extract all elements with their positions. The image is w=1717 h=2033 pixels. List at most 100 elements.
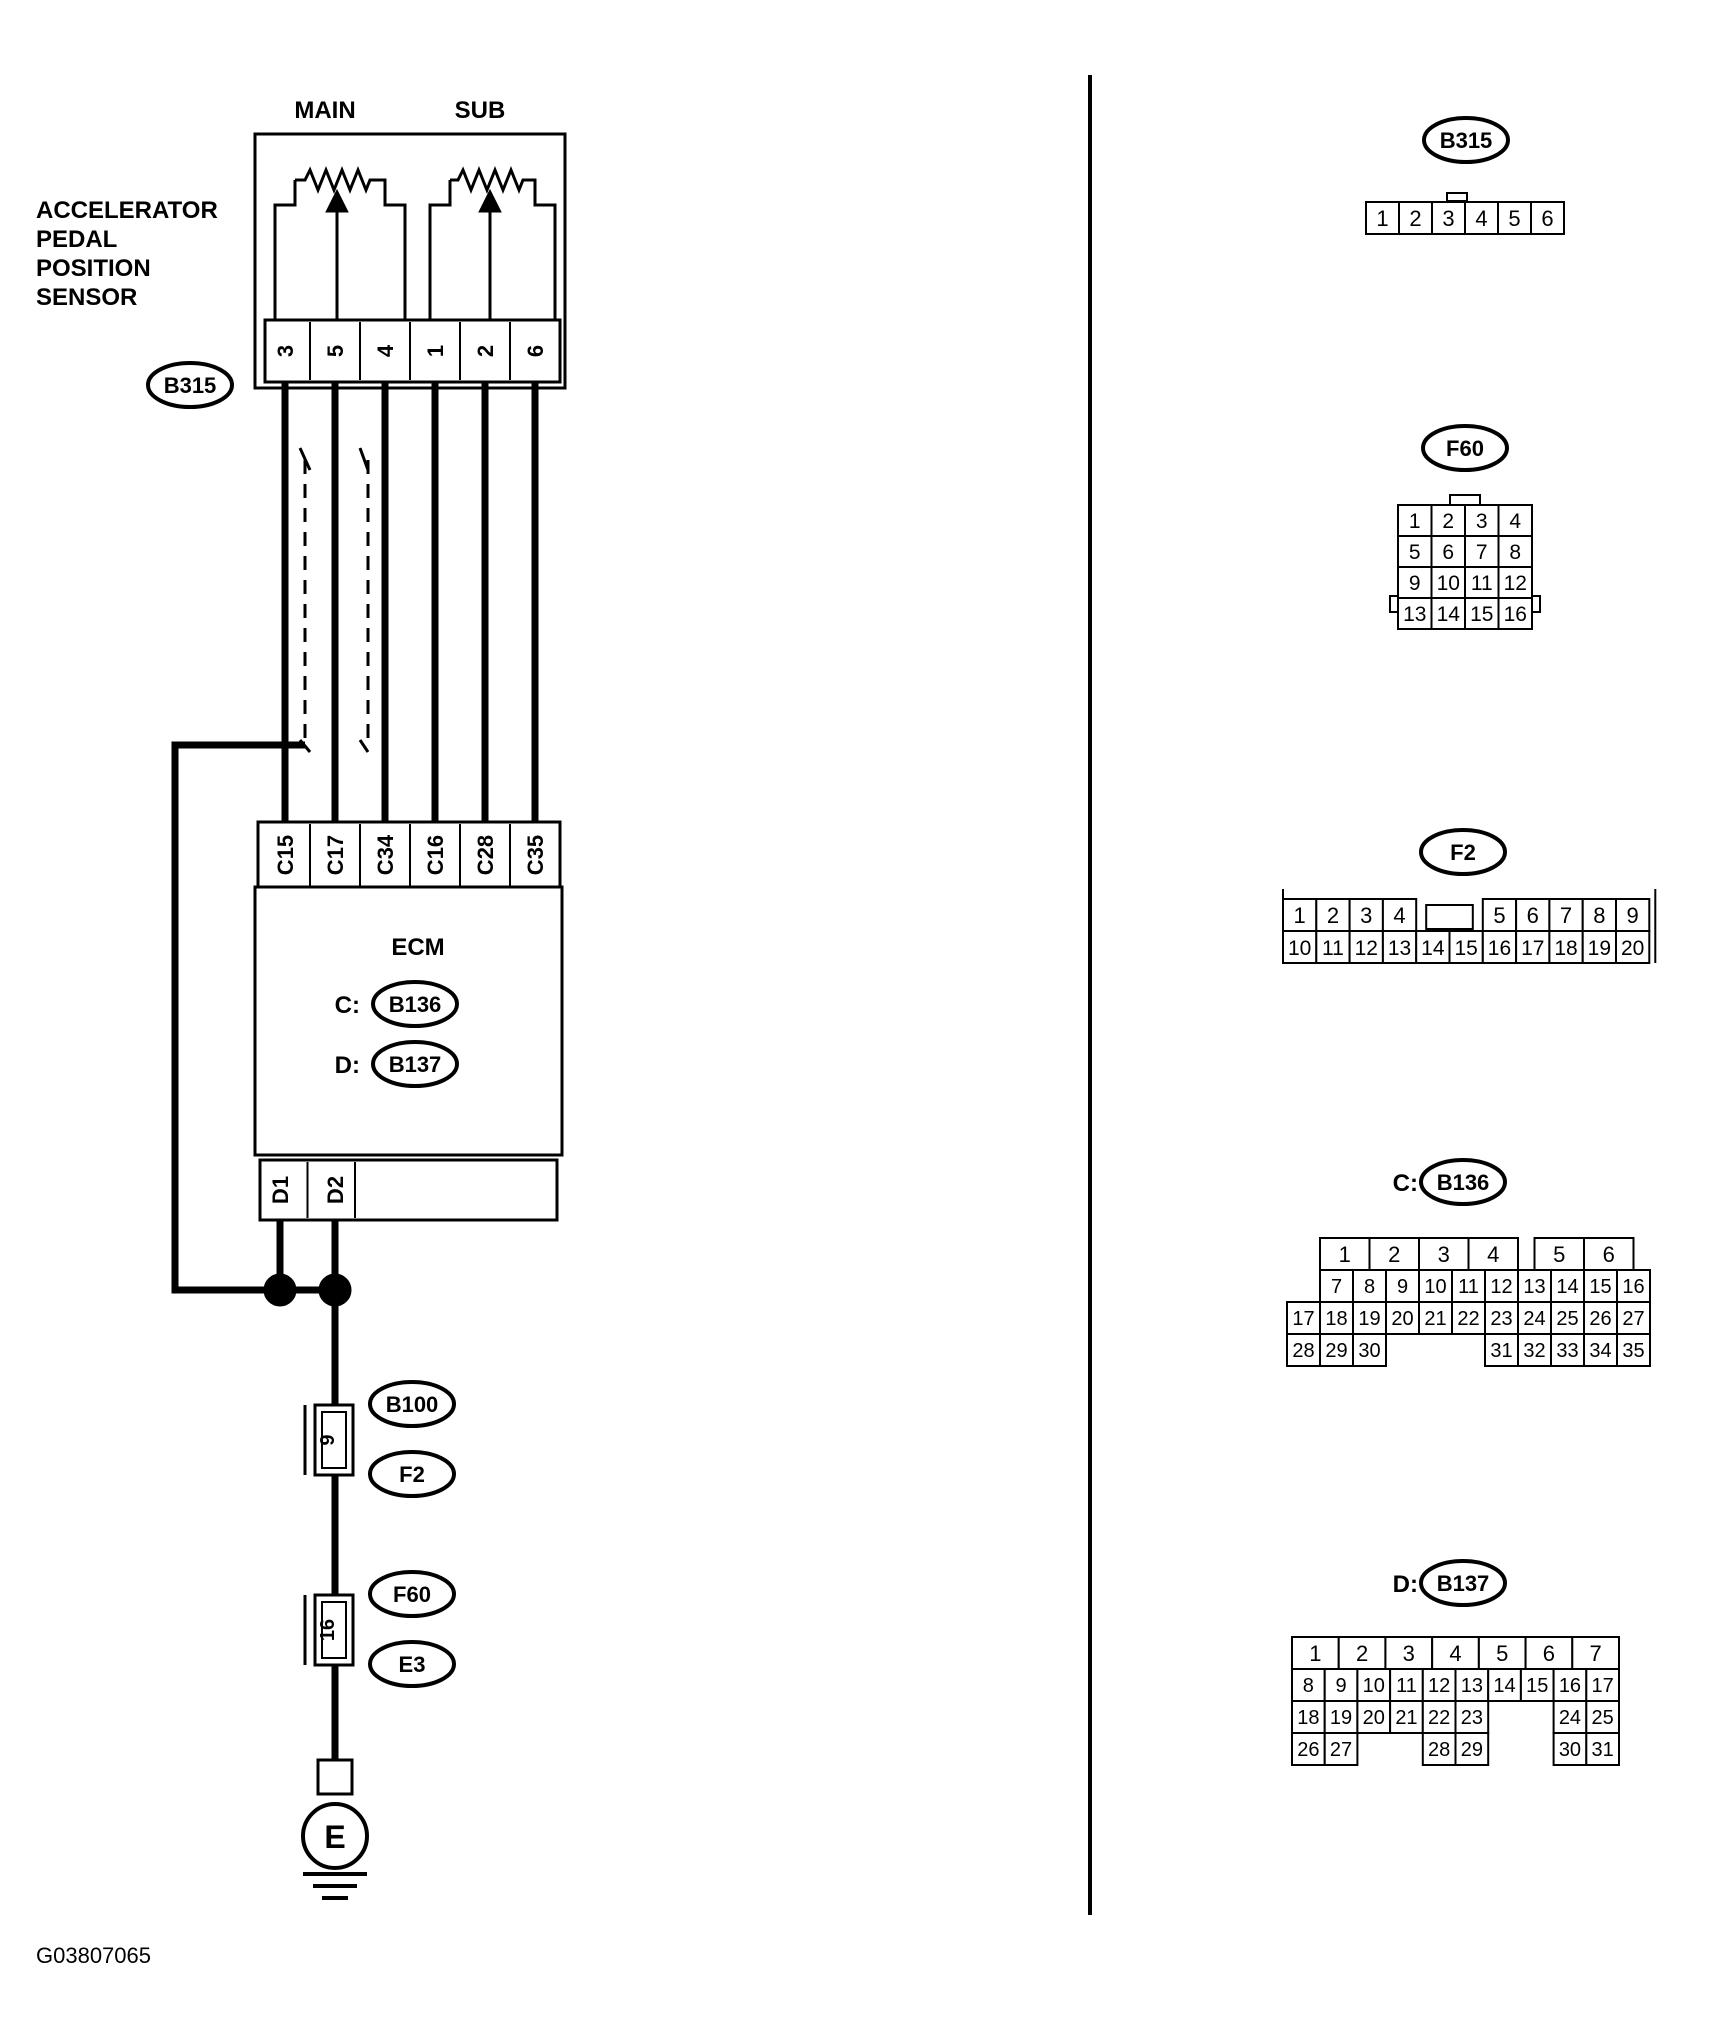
b136-face-pin: 26 xyxy=(1589,1308,1611,1330)
b137-face-tag-oval xyxy=(1419,1559,1507,1607)
f2-face-pin: 16 xyxy=(1488,937,1511,960)
b137-face-pin: 7 xyxy=(1590,1641,1602,1666)
sensor-connector-tag-oval xyxy=(146,361,234,409)
f2-face-pin: 12 xyxy=(1355,937,1378,960)
b136-face-cell xyxy=(1286,1333,1321,1367)
b315-face-tag: B315 xyxy=(1440,128,1493,153)
sensor-body xyxy=(253,132,567,390)
sub-label: SUB xyxy=(455,97,506,124)
ecm-d-connector-tag: B137 xyxy=(389,1052,442,1077)
ecm-title: ECM xyxy=(391,934,444,961)
sensor-pin-6: 6 xyxy=(523,345,548,357)
b137-face-pin: 18 xyxy=(1297,1707,1319,1729)
b136-face-pin: 20 xyxy=(1391,1308,1413,1330)
f60-face-pin: 3 xyxy=(1476,510,1488,533)
b136-face-pin: 30 xyxy=(1358,1340,1380,1362)
b136-face-pin: 5 xyxy=(1553,1242,1565,1267)
sub-wiper-arrow xyxy=(478,188,502,213)
ecm-pin-d1: D1 xyxy=(268,1176,293,1204)
b137-face-pin: 29 xyxy=(1461,1739,1483,1761)
b137-face-cell xyxy=(1552,1700,1588,1734)
b136-face-cell xyxy=(1583,1237,1635,1271)
b137-face-pin: 28 xyxy=(1428,1739,1450,1761)
b137-face-cell xyxy=(1389,1700,1424,1734)
ecm-pin-c17: C17 xyxy=(323,835,348,875)
joint2-lower-tag-oval xyxy=(368,1640,456,1688)
f2-face-pin: 10 xyxy=(1288,937,1311,960)
b137-face-cell xyxy=(1585,1732,1621,1766)
b137-face-pin: 4 xyxy=(1449,1641,1461,1666)
f60-face-pin: 11 xyxy=(1471,572,1493,595)
sub-potentiometer xyxy=(428,165,557,320)
b137-face-pin: 8 xyxy=(1303,1675,1314,1697)
b137-face-cell xyxy=(1585,1700,1621,1734)
b137-face-pin: 27 xyxy=(1330,1739,1352,1761)
b136-face-pin: 8 xyxy=(1364,1276,1375,1298)
ecm-pin-c28: C28 xyxy=(473,835,498,875)
b315-face-pin: 6 xyxy=(1541,206,1553,231)
f2-face-pin: 14 xyxy=(1421,937,1445,960)
f60-face-pin: 2 xyxy=(1442,510,1454,533)
f2-face-pin: 20 xyxy=(1621,937,1644,960)
b137-face-pin: 2 xyxy=(1356,1641,1368,1666)
b315-face-pin: 5 xyxy=(1508,206,1520,231)
shield-ends xyxy=(298,447,370,753)
b315-face-pin: 1 xyxy=(1376,206,1388,231)
b137-face-pin: 16 xyxy=(1559,1675,1581,1697)
sensor-pin-4: 4 xyxy=(373,344,398,357)
figure-code: G03807065 xyxy=(36,1943,151,1968)
b136-face-cell xyxy=(1352,1301,1387,1335)
b136-face-pin: 12 xyxy=(1490,1276,1512,1298)
b137-face-cell xyxy=(1421,1732,1457,1766)
b136-face-pin: 22 xyxy=(1457,1308,1479,1330)
main-label: MAIN xyxy=(294,97,355,124)
f60-face-pin: 9 xyxy=(1409,572,1421,595)
b136-face-pin: 3 xyxy=(1438,1242,1450,1267)
ecm-pin-c15: C15 xyxy=(273,835,298,875)
b315-face-pin: 3 xyxy=(1442,206,1454,231)
ecm-d-tag-oval xyxy=(371,1040,459,1088)
b136-face-pin: 7 xyxy=(1331,1276,1342,1298)
drain-wire xyxy=(171,741,335,1294)
f60-face-cell xyxy=(1464,566,1500,599)
sensor-name-line-2: PEDAL xyxy=(36,226,117,253)
b136-face-pin: 4 xyxy=(1487,1242,1499,1267)
b137-face-cell xyxy=(1323,1700,1359,1734)
b136-face-pin: 1 xyxy=(1339,1242,1351,1267)
b136-face-pin: 23 xyxy=(1490,1308,1512,1330)
f60-face-pin: 12 xyxy=(1504,572,1527,595)
f2-face-pin: 7 xyxy=(1560,903,1572,928)
f2-face-pin: 19 xyxy=(1588,937,1611,960)
b137-face-cell xyxy=(1389,1668,1424,1702)
f60-face-cell xyxy=(1397,535,1433,568)
sensor-pin-1: 1 xyxy=(423,345,448,357)
f60-face-pin: 5 xyxy=(1409,541,1421,564)
f2-face-pin: 9 xyxy=(1627,903,1639,928)
b136-face-pin: 13 xyxy=(1523,1276,1545,1298)
f2-face-cell xyxy=(1348,930,1384,964)
b137-face-cell xyxy=(1487,1668,1522,1702)
b137-face-cell xyxy=(1291,1732,1326,1766)
sensor-connector-tag: B315 xyxy=(164,373,217,398)
b137-face-pin: 26 xyxy=(1297,1739,1319,1761)
b136-face-pin: 21 xyxy=(1424,1308,1446,1330)
ecm-pin-c34: C34 xyxy=(373,834,398,875)
b136-face-pin: 6 xyxy=(1603,1242,1615,1267)
f2-face-pin: 18 xyxy=(1554,937,1577,960)
b137-face-pin: 1 xyxy=(1309,1641,1321,1666)
f60-face-cell xyxy=(1497,597,1533,630)
f2-face-cell xyxy=(1282,930,1318,964)
sensor-name-label: ACCELERATOR PEDAL POSITION SENSOR xyxy=(36,197,218,311)
b137-face-pin: 23 xyxy=(1461,1707,1483,1729)
b136-face-pin: 24 xyxy=(1523,1308,1545,1330)
f2-face-cell xyxy=(1548,930,1584,964)
ecm-pin-c16: C16 xyxy=(423,835,448,875)
b136-face-pin: 19 xyxy=(1358,1308,1380,1330)
b137-face-pin: 21 xyxy=(1395,1707,1417,1729)
joint1-pin: 9 xyxy=(317,1434,339,1445)
b315-face-cell xyxy=(1365,201,1400,235)
b315-face-cell xyxy=(1431,201,1466,235)
